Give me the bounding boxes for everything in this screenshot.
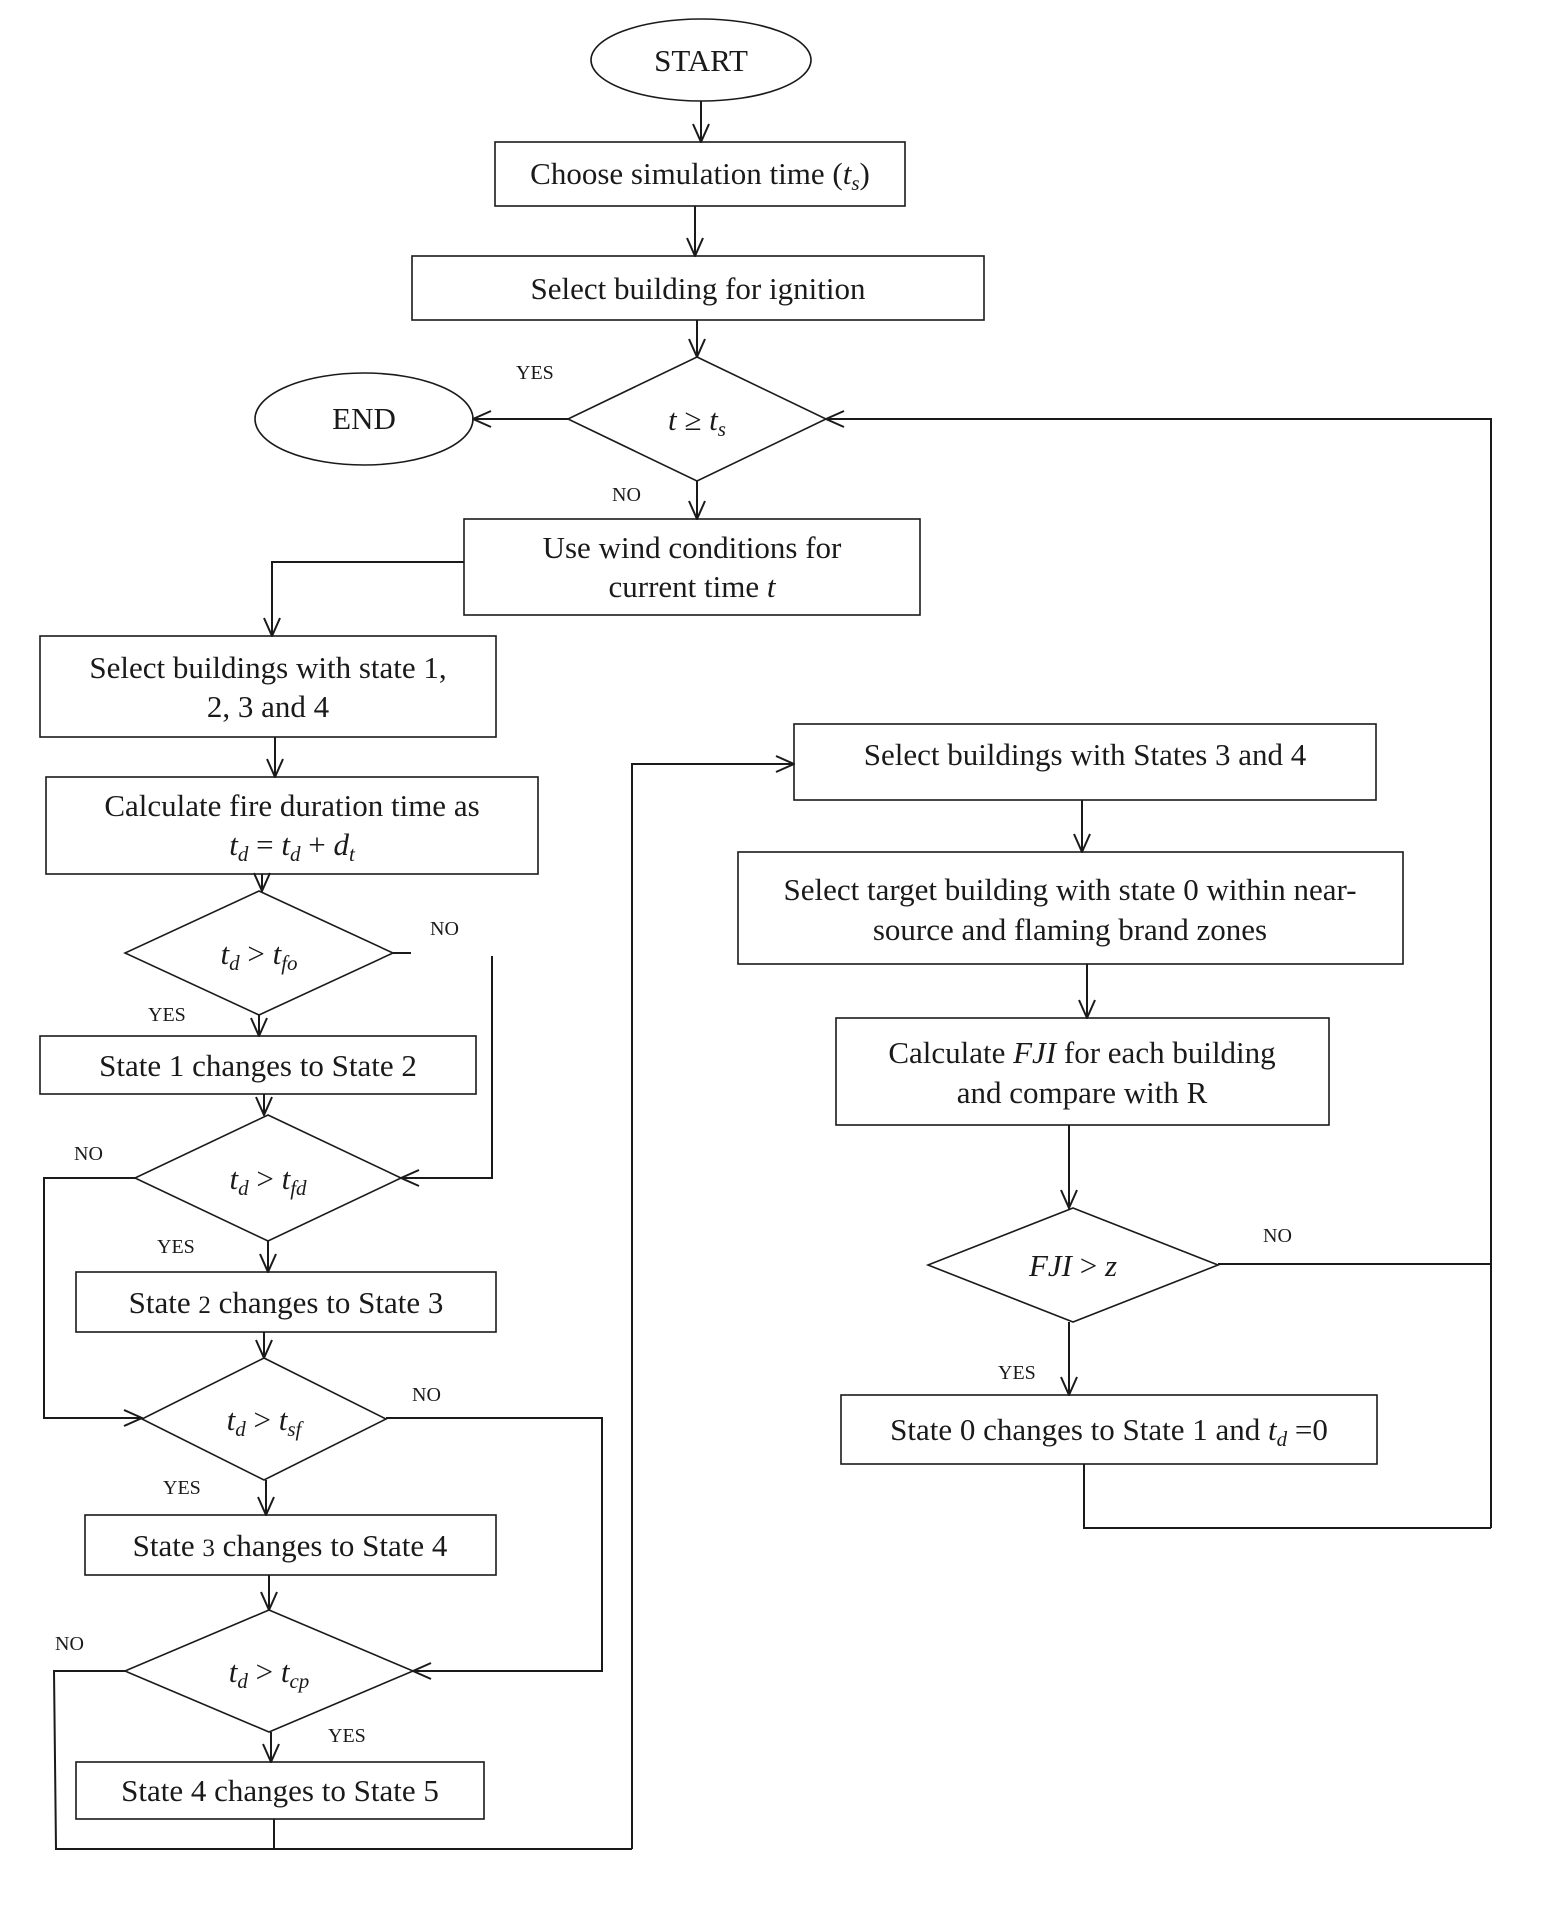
- start-label: START: [654, 43, 748, 78]
- time-check-decision: t ≥ ts: [566, 356, 828, 482]
- select-target-building-line1: Select target building with state 0 with…: [783, 872, 1356, 907]
- arrow-loop-back-to-timecheck: [826, 419, 1492, 1528]
- wind-conditions-line1: Use wind conditions for: [543, 530, 842, 565]
- arrow-sf-no-to-cp: [386, 1417, 603, 1671]
- cp-decision-label: td > tcp: [229, 1654, 310, 1693]
- arrow-wind-to-select1234: [272, 561, 464, 636]
- fd-yes-label: YES: [157, 1236, 195, 1258]
- select-buildings-1234-line2: 2, 3 and 4: [207, 689, 330, 724]
- select-target-building-line2: source and flaming brand zones: [873, 912, 1267, 947]
- state2-to-state3-label: State 2 changes to State 3: [129, 1285, 444, 1320]
- calculate-fire-duration-line1: Calculate fire duration time as: [104, 788, 479, 823]
- fd-no-label: NO: [74, 1143, 103, 1165]
- end-terminal: END: [254, 372, 474, 466]
- sf-no-label: NO: [412, 1384, 441, 1406]
- select-building-for-ignition-box: Select building for ignition: [411, 255, 985, 321]
- branch-labels: YES NO NO YES NO YES NO YES NO YES NO YE…: [55, 362, 1292, 1747]
- select-target-building-box: Select target building with state 0 with…: [737, 851, 1404, 965]
- cp-yes-label: YES: [328, 1725, 366, 1747]
- fo-decision-label: td > tfo: [220, 936, 297, 975]
- state4-to-state5-label: State 4 changes to State 5: [121, 1773, 439, 1808]
- fo-no-label: NO: [430, 918, 459, 940]
- sf-decision: td > tsf: [140, 1357, 388, 1481]
- state2-to-state3-box: State 2 changes to State 3: [75, 1271, 497, 1333]
- cp-decision: td > tcp: [122, 1609, 416, 1733]
- calculate-fji-box: Calculate FJI for each building and comp…: [835, 1017, 1330, 1126]
- sf-yes-label: YES: [163, 1477, 201, 1499]
- state1-to-state2-label: State 1 changes to State 2: [99, 1048, 417, 1083]
- state0-to-state1-box: State 0 changes to State 1 and td =0: [840, 1394, 1378, 1465]
- start-terminal: START: [590, 18, 812, 102]
- calculate-fji-line1: Calculate FJI for each building: [888, 1035, 1275, 1070]
- fo-yes-label: YES: [148, 1004, 186, 1026]
- line-cp-no-to-bottom: [52, 1670, 632, 1850]
- select-buildings-34-label: Select buildings with States 3 and 4: [864, 737, 1307, 772]
- state1-to-state2-box: State 1 changes to State 2: [39, 1035, 477, 1095]
- state3-to-state4-label: State 3 changes to State 4: [133, 1528, 448, 1563]
- state0-to-state1-label: State 0 changes to State 1 and td =0: [890, 1412, 1328, 1451]
- fji-decision-label: FJI > z: [1028, 1248, 1117, 1283]
- select-buildings-1234-line1: Select buildings with state 1,: [89, 650, 446, 685]
- fd-decision: td > tfd: [133, 1114, 403, 1242]
- fire-duration-equation: td = td + dt: [229, 827, 356, 866]
- wind-conditions-box: Use wind conditions for current time t: [463, 518, 921, 616]
- fo-decision: td > tfo: [123, 890, 395, 1016]
- wind-conditions-line2: current time t: [608, 569, 776, 604]
- arrow-fo-no-to-fd: [401, 956, 493, 1178]
- select-building-for-ignition-label: Select building for ignition: [531, 271, 866, 306]
- fji-decision: FJI > z: [925, 1207, 1221, 1323]
- line-state0-to-right: [1083, 1464, 1491, 1529]
- fji-no-label: NO: [1263, 1225, 1292, 1247]
- arrow-fd-no-to-sf: [43, 1177, 142, 1418]
- fji-yes-label: YES: [998, 1362, 1036, 1384]
- time-no-label: NO: [612, 484, 641, 506]
- calculate-fire-duration-box: Calculate fire duration time as td = td …: [45, 776, 539, 875]
- arrow-bottom-to-select34: [631, 764, 794, 1849]
- choose-simulation-time-label: Choose simulation time (ts): [530, 156, 870, 195]
- sf-decision-label: td > tsf: [227, 1402, 305, 1441]
- fd-decision-label: td > tfd: [229, 1161, 307, 1200]
- time-yes-label: YES: [516, 362, 554, 384]
- cp-no-label: NO: [55, 1633, 84, 1655]
- calculate-fji-line2: and compare with R: [957, 1075, 1208, 1110]
- state3-to-state4-box: State 3 changes to State 4: [84, 1514, 497, 1576]
- end-label: END: [332, 401, 396, 436]
- state4-to-state5-box: State 4 changes to State 5: [75, 1761, 485, 1820]
- choose-simulation-time-box: Choose simulation time (ts): [494, 141, 906, 207]
- connectors: [43, 101, 1492, 1850]
- time-check-label: t ≥ ts: [668, 402, 726, 441]
- select-buildings-34-box: Select buildings with States 3 and 4: [793, 723, 1377, 801]
- select-buildings-1234-box: Select buildings with state 1, 2, 3 and …: [39, 635, 497, 738]
